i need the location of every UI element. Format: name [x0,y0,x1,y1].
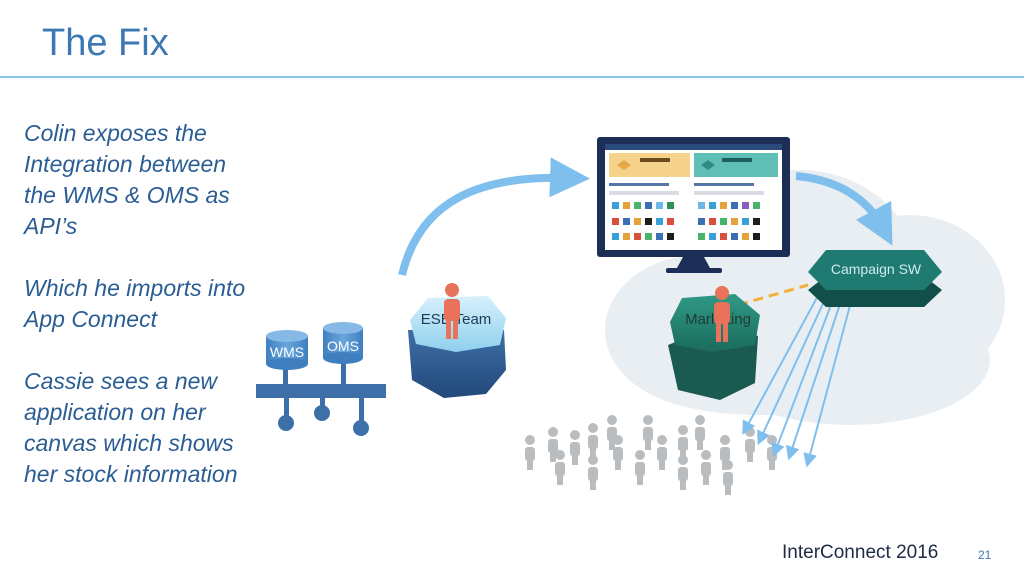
footer-brand: InterConnect 2016 [782,542,939,563]
page-number: 21 [978,548,992,562]
paragraph-cassie: Cassie sees a new application on her can… [24,368,238,487]
flow-arrow-to-campaign [795,172,893,246]
paragraph-app-connect: Which he imports into App Connect [24,275,246,332]
esb-person-icon [444,283,460,339]
campaign-sw-node: Campaign SW [808,250,942,307]
customer-crowd [525,415,777,495]
flow-arrow-to-app-connect [398,157,590,276]
campaign-broadcast-arrows [742,291,853,468]
campaign-sw-label: Campaign SW [831,261,922,277]
oms-label: OMS [327,338,359,354]
paragraph-colin: Colin exposes the Integration between th… [24,120,230,239]
marketing-person-icon [714,286,730,342]
wms-database-icon: WMS [266,330,308,370]
integration-bus [256,352,386,436]
app-connect-monitor [597,137,790,273]
title-divider [0,76,1024,78]
body-text: Colin exposes the Integration between th… [24,118,264,521]
slide-title: The Fix [42,22,169,64]
oms-database-icon: OMS [323,322,363,364]
wms-label: WMS [270,344,304,360]
marketing-campaign-link [737,283,809,307]
